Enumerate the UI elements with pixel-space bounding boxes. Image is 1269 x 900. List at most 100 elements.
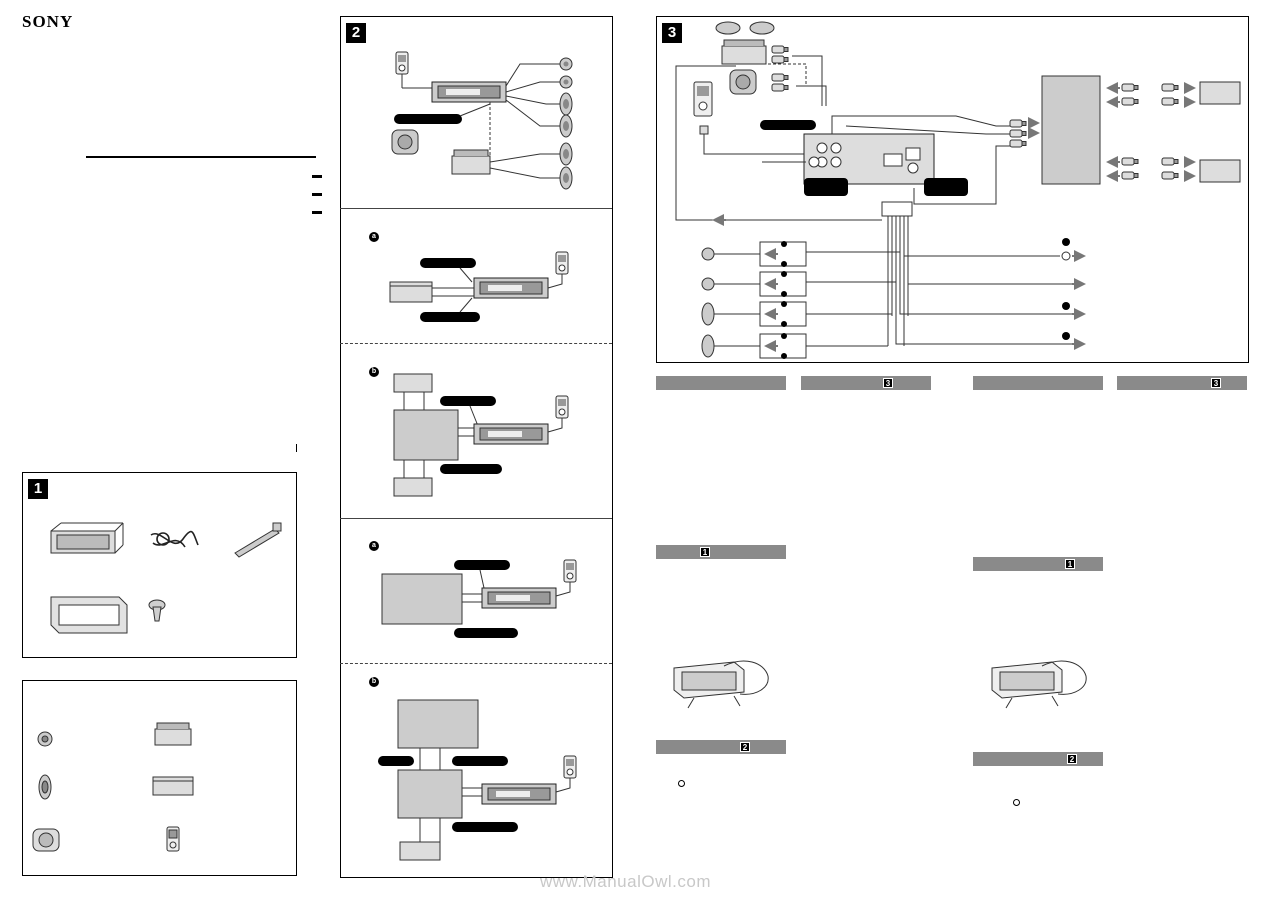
label-callout [420, 258, 476, 268]
cd-changer-icon [1199, 81, 1241, 105]
optional-equipment-panel [22, 680, 297, 876]
figure-ref-badge: 3 [883, 378, 893, 388]
title-rule [86, 156, 316, 158]
language-tab [312, 175, 322, 178]
subfigure-b-badge: b [369, 367, 379, 377]
speaker-icon [559, 92, 573, 116]
section-divider-dashed [340, 663, 612, 664]
figure-1-number: 1 [28, 479, 48, 499]
frame-icon [50, 596, 128, 634]
section-heading-bar [973, 376, 1103, 390]
label-callout [452, 822, 518, 832]
subwoofer-icon [729, 69, 757, 95]
portable-player-icon [395, 51, 409, 75]
label-callout [440, 464, 502, 474]
figure-ref-badge: 3 [1211, 378, 1221, 388]
subwoofer-icon [391, 129, 419, 155]
subfigure-a-badge: a [369, 232, 379, 242]
speaker-icon [559, 166, 573, 190]
label-callout [394, 114, 462, 124]
power-cable-icon [150, 530, 199, 548]
release-key-icon [234, 522, 282, 558]
amplifier-icon [721, 39, 767, 65]
language-tab [312, 193, 322, 196]
portable-player-icon [563, 755, 577, 779]
figure-2-number: 2 [346, 23, 366, 43]
section-divider [340, 518, 612, 519]
label-callout [454, 628, 518, 638]
label-callout [804, 178, 848, 196]
language-tab [312, 211, 322, 214]
section-heading-bar [656, 376, 786, 390]
speaker-icon [559, 57, 573, 71]
section-heading-bar: 3 [1117, 376, 1247, 390]
speaker-icon [559, 75, 573, 89]
speaker-round-icon [37, 731, 53, 747]
speaker-icon [701, 247, 715, 261]
amplifier-icon [451, 149, 491, 175]
section-heading-bar: 3 [801, 376, 931, 390]
section-divider [340, 208, 612, 209]
subfigure-b-badge: b [369, 677, 379, 687]
head-unit-icon [481, 587, 557, 609]
portable-player-icon [693, 81, 713, 117]
external-amplifier-box [1041, 75, 1101, 185]
optional-equipment-illustrations [32, 722, 194, 852]
cd-changer-icon [393, 477, 433, 497]
label-callout [760, 120, 816, 130]
label-callout [440, 396, 496, 406]
source-selector-box [393, 409, 459, 461]
cd-changer-icon [152, 776, 194, 796]
cd-changer-icon [1199, 159, 1241, 183]
bullet-marker [1013, 799, 1020, 806]
portable-player-icon [563, 559, 577, 583]
bullet-marker [678, 780, 685, 787]
section-heading-bar: 1 [656, 545, 786, 559]
label-callout [420, 312, 480, 322]
label-callout [454, 560, 510, 570]
head-unit-icon [473, 277, 549, 299]
figure-3-panel: 3 [656, 16, 1249, 363]
text-marker [296, 444, 297, 452]
release-illustration [991, 660, 1087, 709]
figure-3-number: 3 [662, 23, 682, 43]
figure-2-diagrams [378, 51, 577, 861]
source-selector-box [397, 699, 479, 749]
figure-ref-badge: 1 [1065, 559, 1075, 569]
screw-icon [148, 599, 166, 622]
label-callout [452, 756, 508, 766]
section-heading-bar: 2 [973, 752, 1103, 766]
section-heading-bar: 1 [973, 557, 1103, 571]
mounting-sleeve-icon [50, 522, 124, 554]
parts-illustrations [50, 522, 282, 634]
source-selector-box [397, 769, 463, 819]
section-heading-bar: 2 [656, 740, 786, 754]
subfigure-a-badge: a [369, 541, 379, 551]
section-divider-dashed [340, 343, 612, 344]
subwoofer-icon [32, 828, 60, 852]
release-illustration [673, 660, 769, 709]
speaker-icon [701, 334, 715, 358]
portable-player-icon [555, 251, 569, 275]
speaker-pair-icon [715, 21, 775, 35]
speaker-icon [701, 277, 715, 291]
speaker-oval-icon [38, 774, 52, 800]
cd-changer-icon [389, 281, 433, 303]
wiring-harness-connector [881, 201, 913, 217]
figure-ref-badge: 1 [700, 547, 710, 557]
speaker-icon [701, 302, 715, 326]
cd-changer-icon [399, 841, 441, 861]
cd-changer-icon [393, 373, 433, 393]
speaker-icon [559, 142, 573, 166]
figure-ref-badge: 2 [1067, 754, 1077, 764]
brand-logo: SONY [22, 12, 74, 31]
head-unit-icon [481, 783, 557, 805]
head-unit-icon [473, 423, 549, 445]
figure-3-wiring-diagram [675, 21, 1241, 359]
head-unit-icon [431, 81, 507, 103]
rca-output-row [1106, 82, 1196, 182]
portable-player-icon [555, 395, 569, 419]
portable-player-icon [166, 826, 180, 852]
figure-1-parts-panel: 1 [22, 472, 297, 658]
speaker-icon [559, 114, 573, 138]
